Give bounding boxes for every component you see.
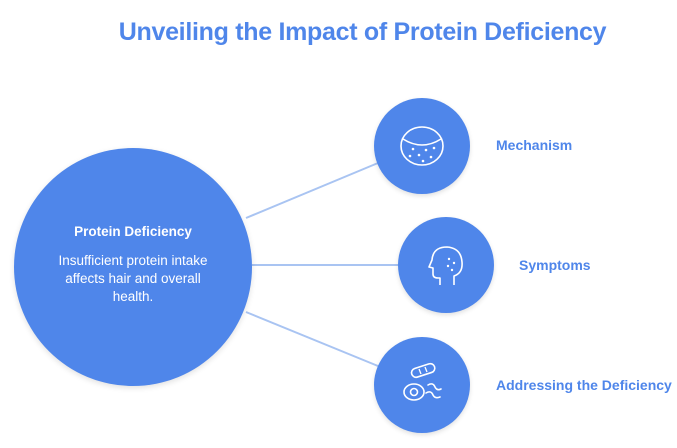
branch-node-mechanism xyxy=(374,98,470,194)
central-node: Protein Deficiency Insufficient protein … xyxy=(14,148,252,386)
branch-label-mechanism: Mechanism xyxy=(496,137,573,153)
branch-label-addressing: Addressing the Deficiency xyxy=(496,377,672,393)
connector-mechanism xyxy=(245,162,379,219)
branch-node-addressing xyxy=(374,337,470,433)
cell-icon xyxy=(400,126,444,166)
branch-label-symptoms: Symptoms xyxy=(519,257,591,273)
central-node-title: Protein Deficiency xyxy=(74,224,192,239)
branch-node-symptoms xyxy=(398,217,494,313)
connector-addressing xyxy=(245,311,379,367)
page-title: Unveiling the Impact of Protein Deficien… xyxy=(118,18,607,46)
central-node-description: Insufficient protein intake affects hair… xyxy=(58,253,208,304)
head-profile-icon xyxy=(428,246,463,285)
food-icon xyxy=(403,362,442,401)
